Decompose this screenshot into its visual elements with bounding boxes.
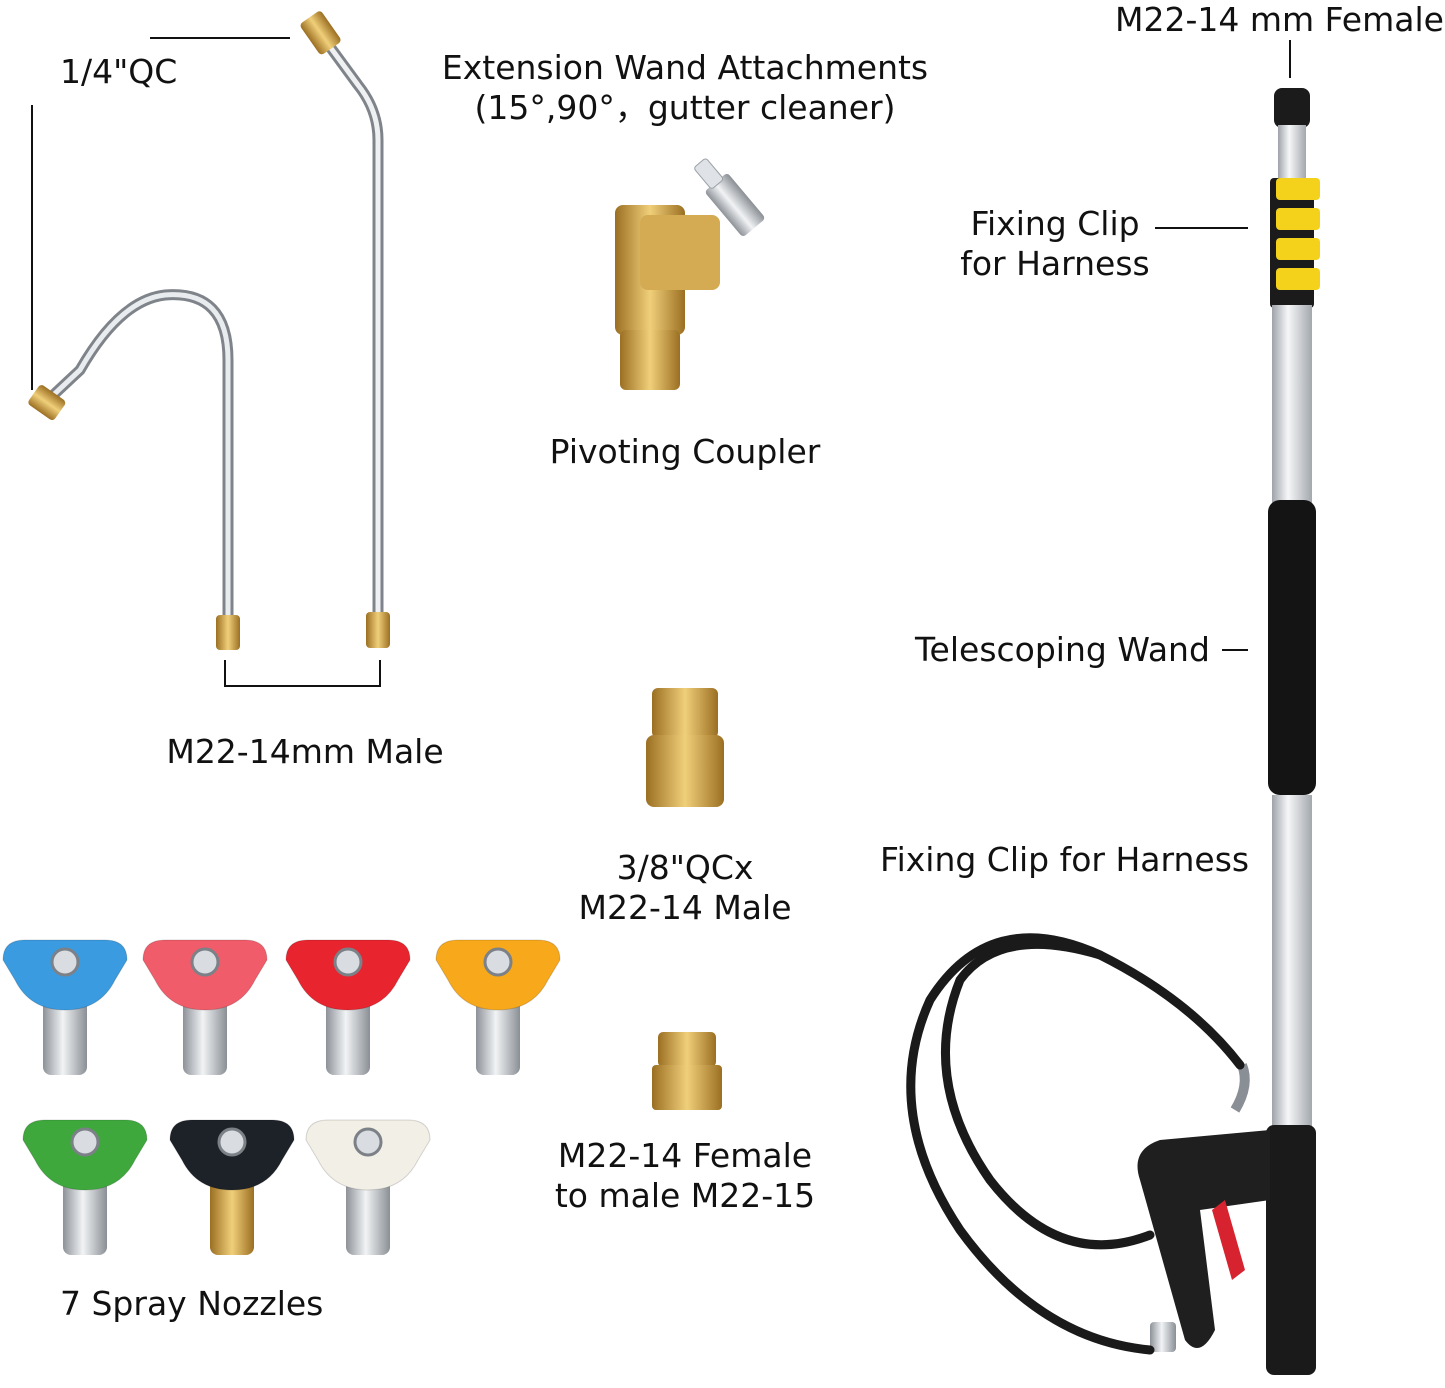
label-female-adapter-line2: to male M22-15 <box>554 1176 816 1215</box>
label-male-thread: M22-14mm Male <box>166 732 444 771</box>
label-spray-nozzles: 7 Spray Nozzles <box>60 1284 324 1323</box>
label-attachments-line2: (15°,90°，gutter cleaner) <box>474 88 896 127</box>
label-pivoting-coupler: Pivoting Coupler <box>549 432 821 471</box>
telescoping-pole <box>1266 88 1320 1375</box>
pressure-hose <box>906 933 1245 1355</box>
label-female-adapter-line1: M22-14 Female <box>557 1136 813 1175</box>
spray-nozzles <box>2 939 561 1255</box>
label-attachments-line1: Extension Wand Attachments <box>441 48 929 87</box>
label-telescoping-wand: Telescoping Wand <box>915 630 1210 669</box>
spray-nozzle-icon <box>169 1119 295 1255</box>
gutter-wand <box>28 289 240 650</box>
spray-nozzle-icon <box>142 939 268 1075</box>
label-fixing-clip-lower: Fixing Clip for Harness <box>880 840 1250 879</box>
label-fixing-clip-line1: Fixing Clip <box>970 204 1140 243</box>
spray-nozzle-icon <box>22 1119 148 1255</box>
label-top-female: M22-14 mm Female <box>1115 0 1444 39</box>
female-adapter <box>652 1032 722 1110</box>
trigger-gun <box>1137 1063 1270 1352</box>
angled-wand <box>300 11 390 648</box>
spray-nozzle-icon <box>435 939 561 1075</box>
label-adapter-line2: M22-14 Male <box>578 888 792 927</box>
pivoting-coupler <box>615 158 765 390</box>
label-fixing-clip-line2: for Harness <box>960 244 1150 283</box>
label-adapter-line1: 3/8"QCx <box>616 848 754 887</box>
spray-nozzle-icon <box>2 939 128 1075</box>
label-quick-connect: 1/4"QC <box>60 52 178 91</box>
spray-nozzle-icon <box>285 939 411 1075</box>
qc-adapter <box>646 688 724 807</box>
spray-nozzle-icon <box>305 1119 431 1255</box>
leader-lines <box>31 37 1291 687</box>
